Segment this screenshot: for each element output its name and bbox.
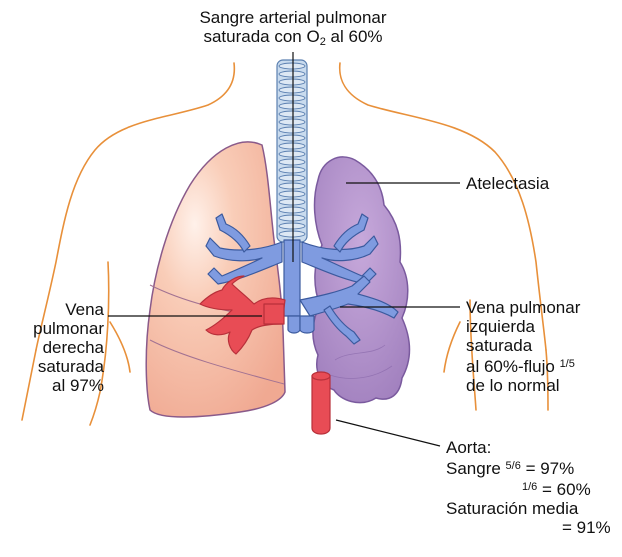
trachea-ring: [279, 175, 305, 181]
left-vein-label: Vena pulmonar izquierda saturada al 60%-…: [466, 298, 580, 395]
trachea-ring: [279, 183, 305, 189]
trachea-ring: [279, 103, 305, 109]
aorta-line2-value: = 97%: [521, 459, 574, 478]
trachea-ring: [279, 159, 305, 165]
trachea-ring: [279, 63, 305, 69]
trachea-ring: [279, 87, 305, 93]
aorta-label: Aorta: Sangre 5/6 = 97% 1/6 = 60% Satura…: [446, 438, 611, 537]
trachea-ring: [279, 119, 305, 125]
aorta-line2-text: Sangre: [446, 459, 506, 478]
top-label-line2: saturada con O2 al 60%: [168, 27, 418, 52]
right-vein-line: derecha: [4, 338, 104, 357]
top-label-line1: Sangre arterial pulmonar: [168, 8, 418, 27]
trachea-ring: [279, 215, 305, 221]
pulmonary-trunk: [284, 240, 300, 316]
trachea-ring: [279, 111, 305, 117]
aorta-line2: Sangre 5/6 = 97%: [446, 457, 611, 478]
trachea-ring: [279, 223, 305, 229]
trachea-ring: [279, 191, 305, 197]
right-vein-line: pulmonar: [4, 319, 104, 338]
trachea-ring: [279, 71, 305, 77]
aorta-body: [312, 376, 330, 434]
right-vein-line: al 97%: [4, 376, 104, 395]
trachea-ring: [279, 135, 305, 141]
right-vein-line: saturada: [4, 357, 104, 376]
trachea-ring: [279, 199, 305, 205]
atelectasis-label: Atelectasia: [466, 174, 549, 193]
trachea-ring: [279, 79, 305, 85]
left-vein-line5: de lo normal: [466, 376, 580, 395]
blood-fraction-1: 5/6: [506, 460, 521, 472]
right-vein-stub: [264, 304, 284, 324]
left-vein-line3: saturada: [466, 336, 580, 355]
flow-fraction: 1/5: [560, 358, 575, 370]
left-vein-line2: izquierda: [466, 317, 580, 336]
trachea: [277, 60, 307, 242]
trachea-ring: [279, 127, 305, 133]
aorta-line3-value: = 60%: [537, 480, 590, 499]
trachea-ring: [279, 207, 305, 213]
aorta-line3: 1/6 = 60%: [446, 478, 611, 499]
aorta-top: [312, 372, 330, 380]
aorta-line4: Saturación media: [446, 499, 611, 518]
blood-fraction-2: 1/6: [522, 481, 537, 493]
aorta-line1: Aorta:: [446, 438, 611, 457]
left-vein-line4-text: al 60%-flujo: [466, 357, 560, 376]
vein-stub-2: [300, 316, 314, 333]
top-label-line2-suffix: al 60%: [326, 27, 383, 46]
top-label: Sangre arterial pulmonar saturada con O2…: [168, 8, 418, 52]
left-vein-line1: Vena pulmonar: [466, 298, 580, 317]
left-vein-line4: al 60%-flujo 1/5: [466, 355, 580, 376]
top-label-line2-text: saturada con O: [203, 27, 319, 46]
aorta-line5: = 91%: [446, 518, 611, 537]
trachea-ring: [279, 95, 305, 101]
left-armpit-line: [110, 322, 130, 372]
right-armpit-line: [444, 322, 460, 372]
vein-stub-1: [288, 316, 300, 333]
right-vein-label: Vena pulmonar derecha saturada al 97%: [4, 300, 104, 395]
trachea-ring: [279, 231, 305, 237]
trachea-ring: [279, 151, 305, 157]
trachea-ring: [279, 143, 305, 149]
aorta-vessel: [312, 372, 330, 434]
right-vein-line: Vena: [4, 300, 104, 319]
trachea-ring: [279, 167, 305, 173]
leader-aorta: [336, 420, 440, 446]
